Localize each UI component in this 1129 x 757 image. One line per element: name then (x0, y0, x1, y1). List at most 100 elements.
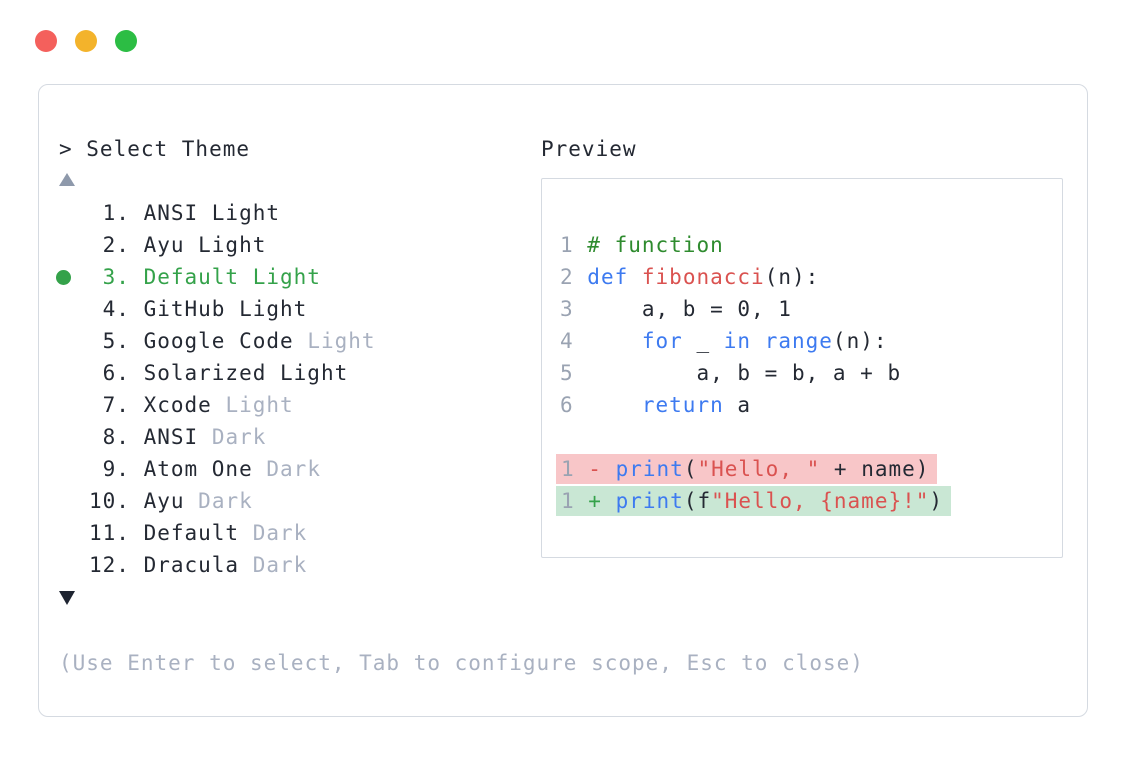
help-text: (Use Enter to select, Tab to configure s… (59, 651, 864, 675)
theme-option[interactable]: 12. Dracula Dark (59, 549, 541, 581)
code-token: ) (929, 489, 944, 513)
theme-option[interactable]: 3. Default Light (56, 261, 541, 293)
theme-option[interactable]: 7. Xcode Light (59, 389, 541, 421)
line-number: 4 (560, 329, 588, 353)
diff-sign: - (588, 457, 616, 481)
code-token: a, b = 0, 1 (587, 297, 792, 321)
theme-option-number: 8. (89, 425, 144, 449)
theme-option-label: 9. Atom One Dark (89, 457, 321, 481)
window-control-zoom-icon[interactable] (115, 30, 137, 52)
code-line: 1 # function (542, 229, 1062, 261)
theme-option[interactable]: 5. Google Code Light (59, 325, 541, 357)
code-token (628, 265, 642, 289)
theme-option-number: 5. (89, 329, 144, 353)
code-token: + name) (820, 457, 930, 481)
window-control-minimize-icon[interactable] (75, 30, 97, 52)
triangle-down-icon (59, 591, 75, 605)
line-number: 3 (560, 297, 588, 321)
theme-option[interactable]: 10. Ayu Dark (59, 485, 541, 517)
code-token: "Hello, {name}!" (711, 489, 930, 513)
theme-option-number: 7. (89, 393, 144, 417)
code-token: in (723, 329, 752, 353)
theme-option[interactable]: 9. Atom One Dark (59, 453, 541, 485)
select-theme-prompt: > Select Theme (59, 137, 251, 161)
code-token: a (723, 393, 752, 417)
theme-option-name: ANSI Light (143, 201, 281, 225)
theme-option-name: ANSI (143, 425, 199, 449)
theme-option-number: 10. (89, 489, 144, 513)
theme-option-label: 3. Default Light (89, 265, 321, 289)
theme-list-column: > Select Theme 1. ANSI Light 2. Ayu Ligh… (56, 133, 541, 615)
theme-option-name: Ayu Light (143, 233, 267, 257)
theme-option-label: 8. ANSI Dark (89, 425, 266, 449)
theme-picker-panel: > Select Theme 1. ANSI Light 2. Ayu Ligh… (38, 84, 1088, 717)
theme-option-label: 6. Solarized Light (89, 361, 348, 385)
theme-option-name: Xcode (143, 393, 212, 417)
code-token: def (587, 265, 629, 289)
space (212, 393, 226, 417)
theme-option-number: 1. (89, 201, 144, 225)
theme-option-name: Default (143, 521, 240, 545)
theme-option-variant: Dark (252, 521, 308, 545)
theme-option-number: 12. (89, 553, 144, 577)
code-token: for (641, 329, 683, 353)
theme-option[interactable]: 8. ANSI Dark (59, 421, 541, 453)
diff-sign: + (588, 489, 616, 513)
code-token: return (641, 393, 724, 417)
scroll-up-indicator[interactable] (59, 165, 541, 193)
code-line: 3 a, b = 0, 1 (542, 293, 1062, 325)
code-token: print (615, 489, 684, 513)
scroll-down-indicator[interactable] (59, 581, 541, 615)
diff-line-removed: 1 - print("Hello, " + name) (556, 454, 938, 484)
theme-option-label: 1. ANSI Light (89, 201, 280, 225)
theme-option-name: Ayu (143, 489, 185, 513)
space (198, 425, 212, 449)
theme-option[interactable]: 1. ANSI Light (59, 197, 541, 229)
theme-option-label: 2. Ayu Light (89, 233, 266, 257)
code-token: (n): (764, 265, 820, 289)
theme-option-number: 9. (89, 457, 144, 481)
line-number: 5 (560, 361, 588, 385)
code-line: 4 for _ in range(n): (542, 325, 1062, 357)
window-controls (35, 30, 137, 52)
theme-list: 1. ANSI Light 2. Ayu Light 3. Default Li… (56, 197, 541, 581)
theme-option-variant: Dark (198, 489, 253, 513)
theme-option-name: GitHub Light (143, 297, 308, 321)
theme-option[interactable]: 4. GitHub Light (59, 293, 541, 325)
code-token: (n): (832, 329, 888, 353)
theme-option-number: 3. (89, 265, 144, 289)
code-token: # function (587, 233, 724, 257)
theme-option-number: 4. (89, 297, 144, 321)
diff-line-added: 1 + print(f"Hello, {name}!") (556, 486, 952, 516)
theme-option-number: 2. (89, 233, 144, 257)
theme-option-name: Google Code (143, 329, 294, 353)
theme-option[interactable]: 6. Solarized Light (59, 357, 541, 389)
theme-option-label: 4. GitHub Light (89, 297, 307, 321)
window-control-close-icon[interactable] (35, 30, 57, 52)
theme-option-name: Dracula (143, 553, 240, 577)
line-number: 2 (560, 265, 588, 289)
code-line: 2 def fibonacci(n): (542, 261, 1062, 293)
theme-option-variant: Dark (252, 553, 308, 577)
selected-indicator-dot-icon (56, 269, 71, 285)
line-number: 1 (561, 489, 589, 513)
theme-option-label: 12. Dracula Dark (89, 553, 307, 577)
space (294, 329, 308, 353)
code-token (587, 393, 642, 417)
space (185, 489, 199, 513)
triangle-up-icon (59, 172, 75, 186)
code-token (751, 329, 765, 353)
code-token: ( (683, 457, 698, 481)
theme-option-variant: Light (225, 393, 294, 417)
theme-option-number: 6. (89, 361, 144, 385)
line-number: 6 (560, 393, 588, 417)
code-line: 6 return a (542, 389, 1062, 421)
theme-option[interactable]: 2. Ayu Light (59, 229, 541, 261)
theme-option-name: Atom One (143, 457, 253, 481)
theme-option-label: 7. Xcode Light (89, 393, 294, 417)
code-token: print (615, 457, 684, 481)
code-token: _ (682, 329, 724, 353)
theme-option[interactable]: 11. Default Dark (59, 517, 541, 549)
